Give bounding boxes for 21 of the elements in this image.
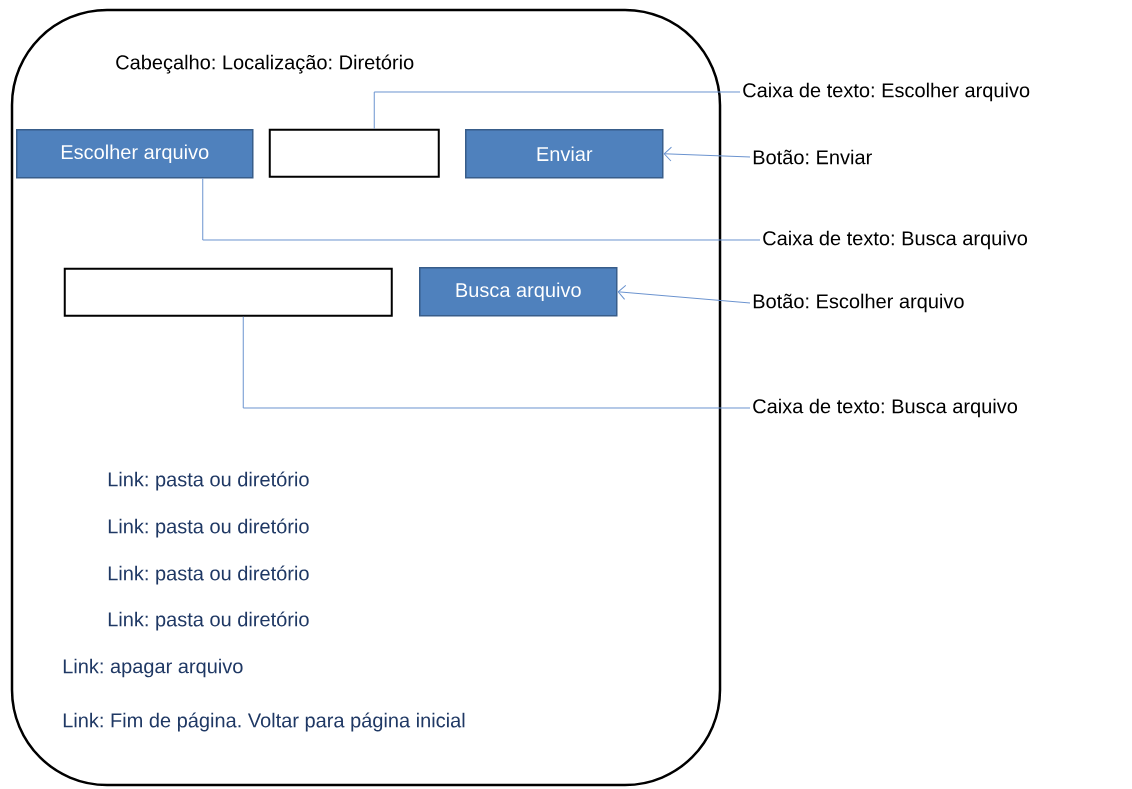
button: Escolher arquivo bbox=[16, 129, 254, 179]
annotation-text: Caixa de texto: Busca arquivo bbox=[763, 230, 1028, 250]
button: Enviar bbox=[465, 129, 664, 179]
annotation-text: Caixa de texto: Busca arquivo bbox=[753, 398, 1018, 418]
link: Link: Fim de página. Voltar para página inicial bbox=[63, 712, 465, 732]
annotation-text: Botão: Escolher arquivo bbox=[753, 293, 964, 313]
leader-line bbox=[663, 146, 751, 162]
annotation-text: Caixa de texto: Escolher arquivo bbox=[743, 82, 1030, 102]
input-field bbox=[63, 267, 393, 317]
leader-line bbox=[373, 91, 741, 130]
annotation-text: Botão: Enviar bbox=[753, 149, 872, 165]
link: Link: apagar arquivo bbox=[63, 658, 243, 678]
link: Link: pasta ou diretório bbox=[108, 518, 309, 538]
leader-line bbox=[242, 316, 751, 409]
link: Link: pasta ou diretório bbox=[108, 565, 309, 585]
leader-line bbox=[202, 178, 761, 241]
link: Link: pasta ou diretório bbox=[108, 611, 309, 631]
leader-line bbox=[617, 284, 751, 304]
input-field bbox=[268, 128, 440, 178]
button: Busca arquivo bbox=[419, 267, 618, 317]
link: Link: pasta ou diretório bbox=[108, 471, 309, 491]
